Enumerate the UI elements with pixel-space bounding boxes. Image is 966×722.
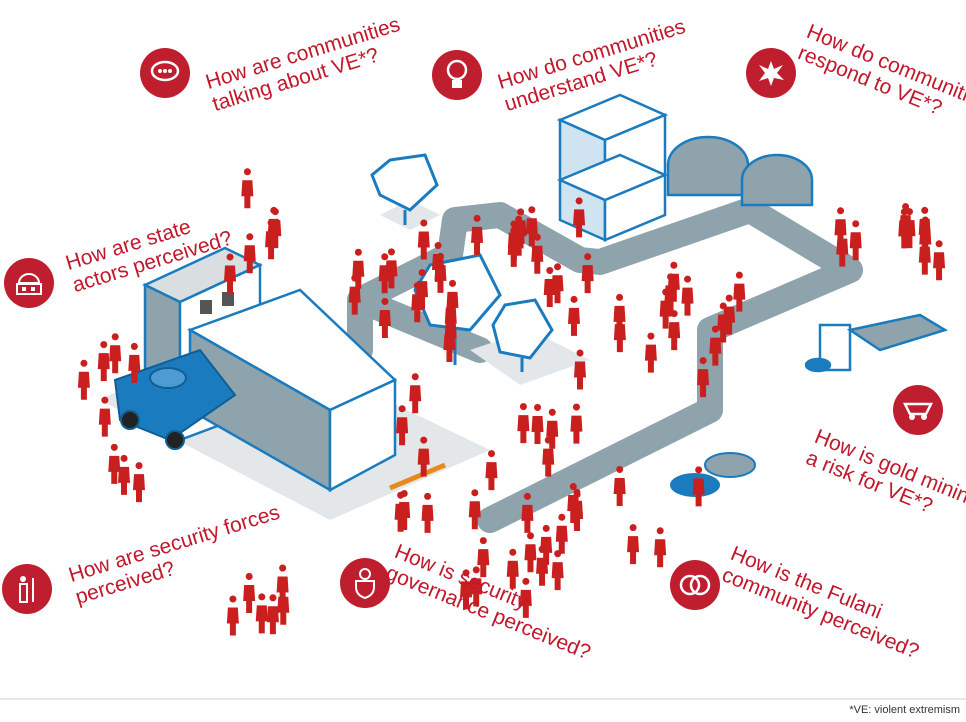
person-figure xyxy=(417,436,430,477)
person-figure xyxy=(573,349,586,390)
checkpoint-barrier xyxy=(389,462,446,491)
person-figure xyxy=(443,322,456,363)
person-figure xyxy=(521,492,534,533)
person-figure xyxy=(542,436,555,477)
person-figure xyxy=(409,373,422,414)
person-figure xyxy=(348,274,361,315)
person-figure xyxy=(265,219,278,260)
person-figure xyxy=(132,462,145,503)
person-figure xyxy=(723,294,736,335)
person-figure xyxy=(468,489,481,530)
person-figure xyxy=(224,253,237,294)
mine-cart-icon xyxy=(893,385,943,435)
speech-bubble-icon xyxy=(140,48,190,98)
person-figure xyxy=(396,405,409,446)
person-figure xyxy=(417,219,430,260)
person-figure xyxy=(627,524,640,565)
person-figure xyxy=(378,297,391,338)
person-figure xyxy=(446,279,459,320)
person-figure xyxy=(543,266,556,307)
person-figure xyxy=(460,569,473,610)
person-figure xyxy=(613,293,626,334)
person-figure xyxy=(485,450,498,491)
person-figure xyxy=(77,359,90,400)
person-figure xyxy=(551,550,564,591)
houses xyxy=(556,93,814,242)
person-figure xyxy=(573,197,586,238)
person-figure xyxy=(411,282,424,323)
person-figure xyxy=(385,248,398,289)
explosion-icon xyxy=(746,48,796,98)
person-figure xyxy=(659,288,672,329)
mine-structure xyxy=(804,313,949,373)
person-figure xyxy=(668,310,681,351)
person-figure xyxy=(506,548,519,589)
person-figure xyxy=(531,403,544,444)
person-figure xyxy=(128,342,141,383)
person-figure xyxy=(709,325,722,366)
person-figure xyxy=(108,443,121,484)
person-figure xyxy=(525,206,538,247)
person-figure xyxy=(834,207,847,248)
person-figure xyxy=(243,572,256,613)
person-figure xyxy=(524,532,537,573)
person-figure xyxy=(581,253,594,294)
soldier-icon xyxy=(2,564,52,614)
person-figure xyxy=(378,253,391,294)
footnote: *VE: violent extremism xyxy=(849,704,960,716)
person-figure xyxy=(241,168,254,209)
person-figure xyxy=(849,220,862,261)
person-figure xyxy=(697,357,710,398)
cattle xyxy=(670,452,756,497)
person-figure xyxy=(567,295,580,336)
person-figure xyxy=(517,403,530,444)
person-figure xyxy=(531,233,544,274)
person-figure xyxy=(243,233,256,274)
person-figure xyxy=(109,333,122,374)
person-figure xyxy=(266,594,279,635)
person-figure xyxy=(255,593,268,634)
person-figure xyxy=(919,216,932,257)
person-figure xyxy=(117,454,130,495)
lightbulb-icon xyxy=(432,50,482,100)
person-figure xyxy=(570,403,583,444)
divider xyxy=(0,698,966,700)
government-building-icon xyxy=(4,258,54,308)
person-figure xyxy=(644,332,657,373)
overlapping-circles-icon xyxy=(670,560,720,610)
person-figure xyxy=(97,341,110,382)
person-figure xyxy=(276,564,289,605)
person-figure xyxy=(898,208,911,249)
person-figure xyxy=(398,490,411,531)
person-figure xyxy=(434,252,447,293)
person-figure xyxy=(540,524,553,565)
person-figure xyxy=(98,396,111,437)
person-figure xyxy=(226,595,239,636)
person-figure xyxy=(421,492,434,533)
person-figure xyxy=(933,240,946,281)
person-figure xyxy=(352,248,365,289)
person-figure xyxy=(470,566,483,607)
person-figure xyxy=(613,465,626,506)
person-figure xyxy=(681,275,694,316)
person-figure xyxy=(507,226,520,267)
person-figure xyxy=(471,214,484,255)
person-figure xyxy=(692,466,705,507)
person-figure xyxy=(654,527,667,568)
person-figure xyxy=(667,261,680,302)
armored-vehicle xyxy=(113,348,237,450)
shield-gear-icon xyxy=(340,558,390,608)
person-figure xyxy=(277,584,290,625)
person-figure xyxy=(477,537,490,578)
person-figure xyxy=(733,271,746,312)
person-figure xyxy=(555,513,568,554)
person-figure xyxy=(519,577,532,618)
community-members xyxy=(77,168,946,636)
person-figure xyxy=(536,545,549,586)
person-figure xyxy=(567,483,580,524)
